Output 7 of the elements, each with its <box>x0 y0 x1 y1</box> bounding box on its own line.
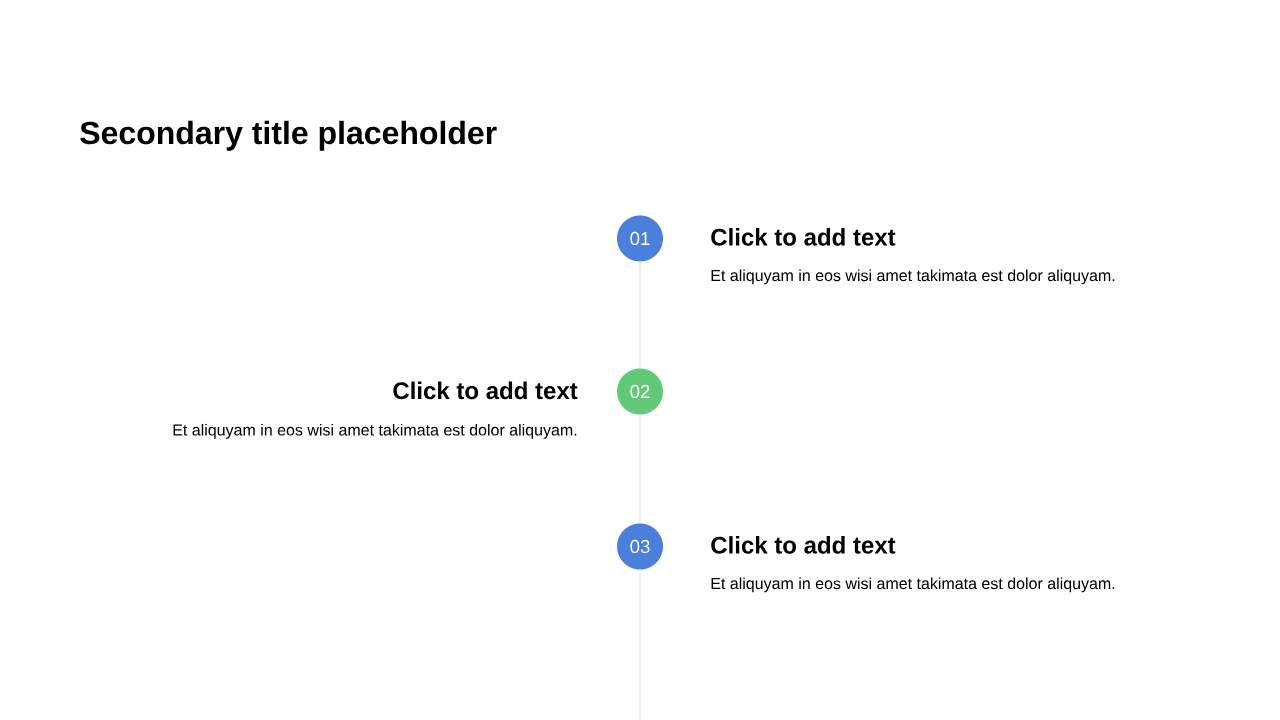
body-text: Et aliquyam in eos wisi amet takimata est dolor aliquyam. <box>711 577 1115 593</box>
body-text: Et aliquyam in eos wisi amet takimata est dolor aliquyam. <box>711 269 1115 285</box>
title: Secondary title placeholder <box>80 120 497 151</box>
heading: Click to add text <box>711 536 896 554</box>
heading: Click to add text <box>711 228 896 246</box>
body-text: Et aliquyam in eos wisi amet takimata est dolor aliquyam. <box>173 423 577 439</box>
heading: Click to add text <box>393 381 578 400</box>
